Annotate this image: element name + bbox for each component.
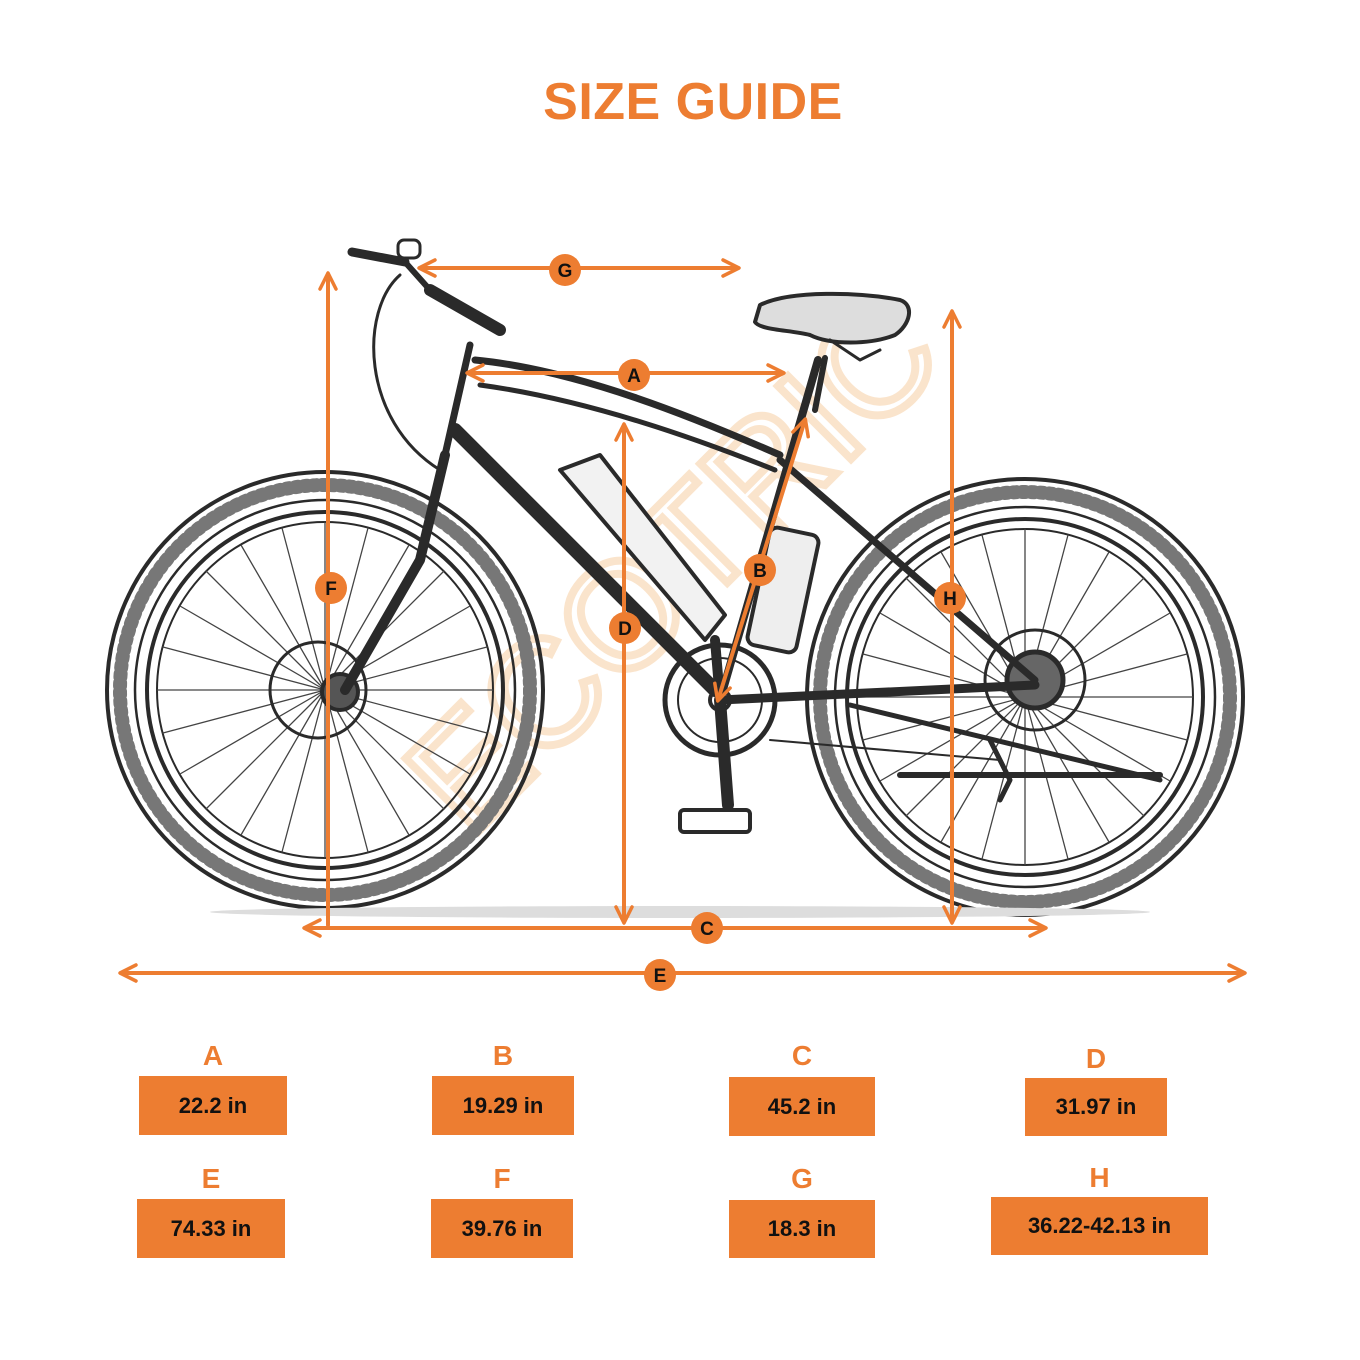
spec-letter-a: A [202,1040,224,1071]
spec-letter-b: B [492,1040,514,1071]
svg-text:C: C [700,919,714,940]
saddle [753,291,911,345]
kickstand [847,702,1163,783]
marker-h: H [934,582,966,614]
handlebar [347,238,506,472]
spec-value-c: 45.2 in [729,1077,875,1136]
marker-d: D [609,612,641,644]
marker-e: E [644,959,676,991]
spec-letter-d: D [1085,1043,1107,1074]
svg-text:A: A [627,366,641,387]
marker-g: G [549,254,581,286]
svg-text:G: G [558,261,573,282]
page-title: SIZE GUIDE [543,73,843,131]
svg-text:H: H [943,589,957,610]
svg-text:F: F [325,579,337,600]
bike-illustration [105,238,1245,918]
spec-value-e: 74.33 in [137,1199,285,1258]
spec-letter-g: G [791,1163,813,1194]
spec-letter-c: C [791,1040,813,1071]
marker-c: C [691,912,723,944]
spec-letter-h: H [1089,1162,1110,1193]
marker-a: A [618,359,650,391]
svg-text:D: D [618,619,632,640]
spec-letter-f: F [493,1163,511,1194]
marker-b: B [744,554,776,586]
spec-value-g: 18.3 in [729,1200,875,1258]
svg-text:B: B [753,561,767,582]
spec-value-b: 19.29 in [432,1076,574,1135]
spec-value-a: 22.2 in [139,1076,287,1135]
svg-text:E: E [654,966,667,987]
spec-value-h: 36.22-42.13 in [991,1197,1208,1255]
spec-value-f: 39.76 in [431,1199,573,1258]
spec-value-d: 31.97 in [1025,1078,1167,1136]
spec-letter-e: E [201,1163,221,1194]
marker-f: F [315,572,347,604]
